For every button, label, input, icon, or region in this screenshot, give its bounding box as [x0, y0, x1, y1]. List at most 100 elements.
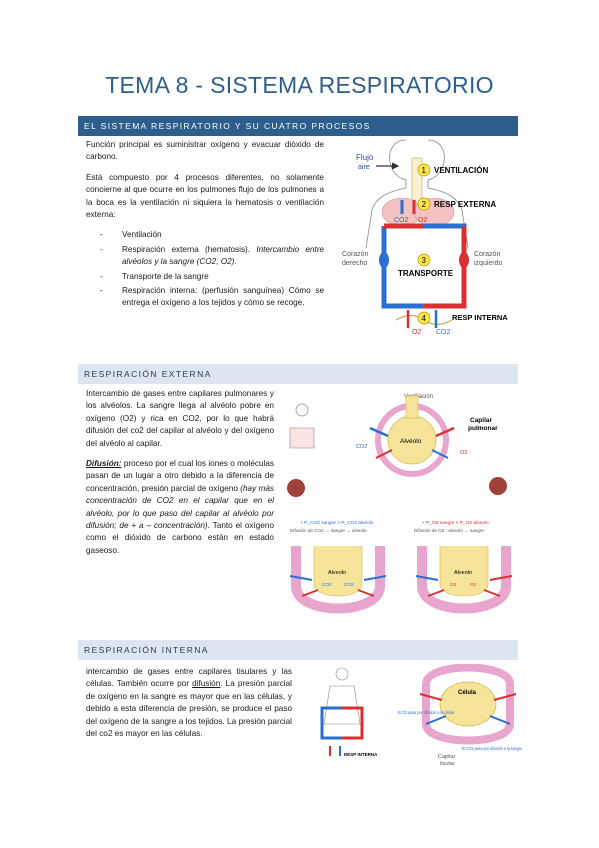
o2-label: O2 [460, 450, 467, 456]
body-outline [365, 139, 407, 249]
paragraph-text: . La presión parcial de oxígeno en la sa… [86, 679, 292, 739]
internal-respiration-schematic: RESP INTERNA [320, 667, 378, 757]
resp-interna-label: RESP INTERNA [452, 313, 508, 322]
paragraph: intercambio de gases entre capilares tis… [86, 666, 292, 740]
o2-arrow [483, 589, 501, 597]
paragraph: Difusión: proceso por el cual los iones … [86, 458, 274, 557]
o2-arrow [419, 693, 443, 701]
paragraph-text: Tanto el oxígeno como el dióxido de carb… [86, 521, 275, 555]
alveolus-u [313, 546, 363, 597]
co2-arrow [425, 715, 447, 725]
panel-subtitle: Difusión de O2 : alveolo → sangre [414, 528, 484, 533]
corazon-izquierdo-label: izquierdo [474, 260, 503, 267]
person-torso [323, 685, 361, 725]
celula-label: Célula [458, 690, 477, 696]
panel-title: + P_O2 sangre < P_O2 alveolo [422, 520, 489, 526]
co2-arrow [363, 575, 387, 581]
transporte-label: TRANSPORTE [398, 269, 454, 278]
o2-label: O2 [470, 582, 477, 587]
resp-externa-label: RESP EXTERNA [434, 200, 496, 209]
page-title: TEMA 8 - SISTEMA RESPIRATORIO [105, 72, 494, 98]
cell [439, 681, 497, 727]
capilar-label: pulmonar [468, 425, 498, 432]
corazon-derecho-label: derecho [342, 260, 367, 267]
step-number: 1 [422, 166, 427, 175]
step-2-badge [417, 197, 431, 211]
corazon-derecho-label: Corazón [342, 251, 369, 258]
co2-label: CO2 [322, 582, 332, 587]
paragraph-text: intercambio de gases entre capilares tis… [86, 667, 292, 689]
person-torso [289, 427, 315, 449]
paragraph-text: proceso por el cual los iones o molécula… [86, 459, 274, 493]
o2-diffusion-label: El O2 pasa por difusión a la célula [398, 710, 455, 715]
ventilacion-label: Ventilación [404, 394, 433, 400]
cell-exchange-diagram: Célula El O2 pasa por difusión a la célu… [398, 664, 523, 767]
person-head [335, 667, 349, 681]
list-item: Respiración interna: (perfusión sanguíne… [86, 285, 324, 310]
o2-arrow [427, 589, 445, 597]
panel-co2: + P_CO2 sangre > P_CO2 alveolo Difusión … [289, 520, 387, 614]
co2-arrow [369, 426, 389, 438]
corazon-izquierdo-label: Corazón [474, 251, 501, 258]
section-heading-respiracion-interna: RESPIRACIÓN INTERNA [78, 640, 518, 660]
co2-label: CO2 [356, 444, 367, 450]
capilar-label: tisular [440, 761, 455, 767]
heart-icon [287, 479, 305, 497]
o2-arrow [301, 589, 319, 597]
alveolo-label: Alvéolo [400, 438, 422, 445]
panel-o2: + P_O2 sangre < P_O2 alveolo Difusión de… [414, 520, 513, 614]
list-item: Respiración externa (hematosis). Interca… [86, 244, 324, 269]
process-list: Ventilación Respiración externa (hematos… [86, 229, 324, 309]
capillary-u [291, 546, 385, 614]
o2-label: O2 [418, 217, 427, 224]
alveolo-label: Alveolo [328, 570, 346, 576]
co2-label: CO2 [436, 329, 451, 336]
step-4-badge [417, 311, 431, 325]
o2-arrow [357, 589, 375, 597]
airway [405, 395, 419, 419]
step-1-badge [417, 163, 431, 177]
o2-arrow [493, 693, 517, 701]
co2-arrow [415, 575, 439, 581]
circulation-loop [320, 706, 364, 740]
step-number: 3 [422, 256, 427, 265]
term-difusion: Difusión: [86, 459, 122, 469]
co2-arrow [489, 715, 511, 725]
capilar-label: Capilar [438, 754, 456, 760]
step-3-badge [417, 253, 431, 267]
heart-left [459, 252, 469, 268]
step-number: 4 [422, 314, 427, 323]
person-head [295, 403, 309, 417]
list-item: Ventilación [86, 229, 324, 242]
paragraph: Está compuesto por 4 procesos diferentes… [86, 172, 324, 220]
co2-arrow [431, 449, 449, 459]
section-procesos-text: Función principal es suministrar oxígeno… [86, 139, 324, 312]
body-outline [427, 139, 469, 249]
o2-arrow [375, 449, 393, 459]
section-interna-text: intercambio de gases entre capilares tis… [86, 666, 292, 748]
four-processes-diagram: Flujo aire 1 VENTILACIÓN 2 RESP EXTERNA … [342, 139, 508, 336]
co2-label: CO2 [394, 217, 409, 224]
heart-right [379, 252, 389, 268]
panel-subtitle: Difusión de CO2 → sangre → alveolo [290, 528, 367, 533]
term-difusion: difusión [192, 679, 221, 689]
list-item-italic: Intercambio entre alvéolos y la sangre (… [122, 244, 324, 267]
circulation-loop-red [424, 226, 467, 309]
section-heading-respiracion-externa: RESPIRACIÓN EXTERNA [78, 364, 518, 384]
capillary-u [417, 546, 511, 614]
co2-arrow [289, 575, 313, 581]
o2-arrow [435, 426, 455, 438]
list-item: Transporte de la sangre [86, 271, 324, 284]
o2-label: O2 [412, 329, 421, 336]
resp-interna-label: RESP INTERNA [344, 752, 378, 757]
paragraph: Intercambio de gases entre capilares pul… [86, 389, 274, 448]
section-heading-procesos: EL SISTEMA RESPIRATORIO Y SU CUATRO PROC… [78, 116, 518, 136]
aire-label: aire [358, 164, 370, 171]
alveolus-u [439, 546, 489, 597]
paragraph-italic: (hay más concentración de CO2 en el capi… [86, 483, 275, 531]
list-item-text: Respiración externa (hematosis). [122, 244, 257, 254]
panel-title: + P_CO2 sangre > P_CO2 alveolo [300, 520, 374, 526]
diffusion-panels: + P_CO2 sangre > P_CO2 alveolo Difusión … [289, 520, 513, 614]
o2-label: O2 [450, 582, 457, 587]
co2-diffusion-label: El CO2 pasa por difusión a la sangre [462, 746, 523, 751]
